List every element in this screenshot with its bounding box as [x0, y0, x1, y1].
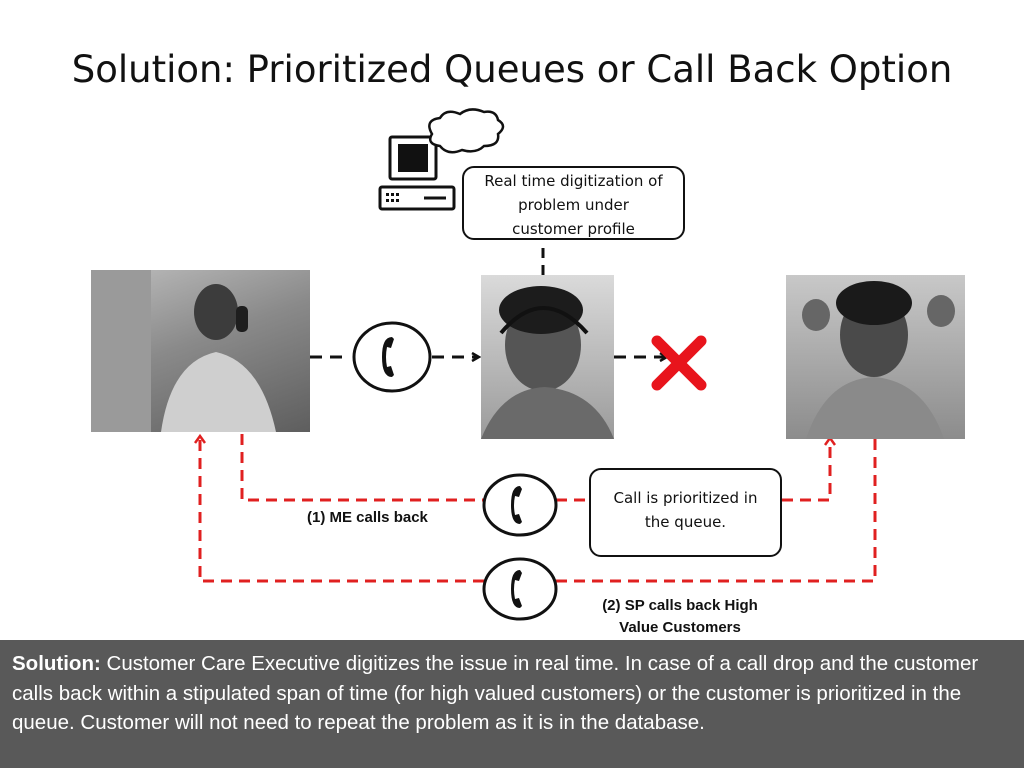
computer-icon	[378, 135, 456, 211]
digitization-box: Real time digitization of problem under …	[462, 166, 685, 240]
callback-path-1-end	[782, 440, 830, 502]
slide-title: Solution: Prioritized Queues or Call Bac…	[71, 48, 953, 91]
phone-icon	[482, 557, 558, 621]
service-provider-photo	[786, 275, 965, 439]
callback-path-2-end	[556, 436, 877, 583]
me-calls-back-label: (1) ME calls back	[307, 509, 428, 526]
solution-heading: Solution:	[12, 652, 101, 675]
prioritized-line-2: the queue.	[644, 513, 727, 531]
phone-icon	[352, 321, 432, 393]
solution-text: Customer Care Executive digitizes the is…	[12, 652, 979, 734]
phone-icon	[482, 473, 558, 537]
digitization-line-3: customer profile	[512, 220, 635, 238]
callback-path-2-start	[200, 438, 484, 583]
digitization-line-1: Real time digitization of	[484, 172, 663, 190]
executive-photo	[481, 275, 614, 439]
callback-path-1	[240, 434, 484, 502]
prioritized-box: Call is prioritized in the queue.	[589, 468, 782, 557]
sp-calls-back-line-1: (2) SP calls back High	[602, 597, 758, 614]
sp-calls-back-label: (2) SP calls back High Value Customers	[560, 595, 800, 639]
customer-photo	[91, 270, 310, 432]
call-drop-x-icon	[651, 335, 707, 391]
thought-cloud-icon	[428, 108, 505, 154]
solution-footer: Solution: Customer Care Executive digiti…	[0, 640, 1024, 768]
prioritized-line-1: Call is prioritized in	[613, 489, 758, 507]
sp-calls-back-line-2: Value Customers	[619, 619, 741, 636]
digitization-line-2: problem under	[518, 196, 629, 214]
